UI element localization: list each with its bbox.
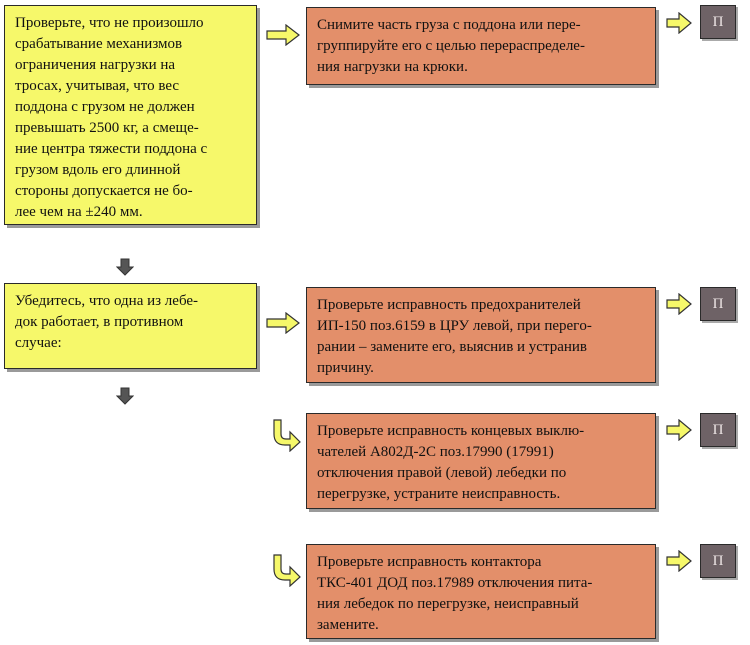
right-arrow-icon [666, 550, 692, 572]
right-arrow-icon [666, 12, 692, 34]
action-box-4: Проверьте исправность контактора ТКС-401… [306, 544, 656, 639]
right-arrow-icon [266, 24, 300, 46]
condition-box-1: Проверьте, что не произошло срабатывание… [4, 5, 257, 225]
right-arrow-icon [666, 419, 692, 441]
curved-arrow-icon [273, 554, 301, 587]
result-box-3: П [700, 413, 736, 447]
action-box-3: Проверьте исправность концевых выклю- ча… [306, 413, 656, 509]
result-box-4: П [700, 544, 736, 578]
down-arrow-icon [116, 258, 134, 276]
curved-arrow-icon [273, 419, 301, 452]
action-box-1: Снимите часть груза с поддона или пере- … [306, 7, 656, 85]
down-arrow-icon [116, 387, 134, 405]
right-arrow-icon [666, 293, 692, 315]
result-box-1: П [700, 5, 736, 39]
right-arrow-icon [266, 312, 300, 334]
result-box-2: П [700, 287, 736, 321]
action-box-2: Проверьте исправность предохранителей ИП… [306, 287, 656, 383]
condition-box-2: Убедитесь, что одна из лебе- док работае… [4, 283, 257, 369]
